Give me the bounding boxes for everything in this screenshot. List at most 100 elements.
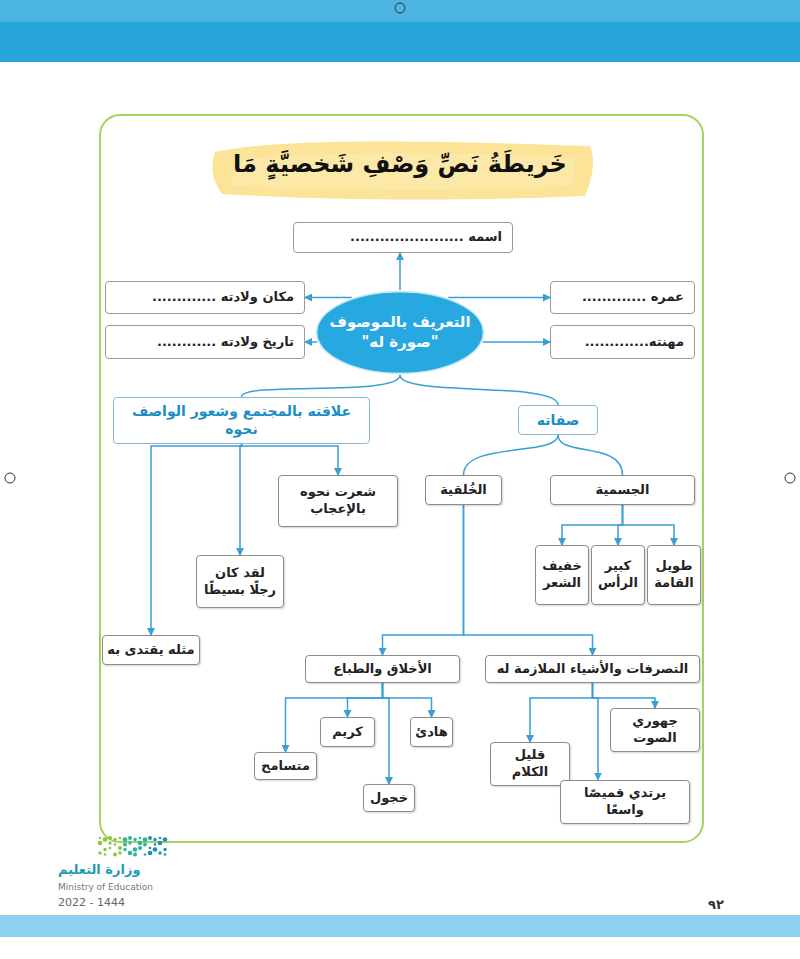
item-box: كبير الرأس (591, 545, 645, 605)
logo-dot (123, 848, 126, 851)
node-text: لقد كان رجلًا بسيطًا (201, 565, 279, 599)
logo-dot (163, 837, 168, 842)
node-text: يرتدي قميصًا واسعًا (565, 785, 685, 819)
node-text: صفاته (527, 411, 589, 429)
page-number: ٩٢ (708, 897, 724, 912)
logo-dot (98, 841, 103, 846)
logo-dot (139, 837, 142, 840)
connector (464, 435, 559, 475)
item-box: لقد كان رجلًا بسيطًا (196, 555, 284, 608)
node-text: عمره ............. (561, 289, 684, 306)
logo-dot (99, 837, 102, 840)
item-box: مثله يقتدى به (102, 635, 200, 665)
field-box: مهنته............. (550, 325, 695, 359)
registration-mark (5, 473, 15, 483)
logo-dot (109, 847, 112, 850)
bottom-band (0, 915, 800, 937)
node-text: كريم (325, 724, 370, 741)
logo-dot (108, 841, 111, 844)
logo-dot (148, 851, 153, 856)
edition-year: 2022 - 1444 (58, 896, 125, 909)
logo-dot (113, 853, 117, 857)
logo-dot (123, 837, 128, 842)
node-text: التصرفات والأشياء الملازمة له (490, 661, 695, 678)
node-text: التعريف بالموصوف (329, 313, 471, 333)
logo-dot (128, 851, 133, 856)
item-box: كريم (320, 717, 375, 747)
logo-dot (113, 838, 116, 841)
logo-dot (98, 851, 101, 854)
connector (623, 505, 675, 545)
field-box: عمره ............. (550, 281, 695, 314)
item-box: جهوري الصوت (610, 708, 700, 752)
connector (483, 341, 550, 343)
logo-dot (148, 836, 152, 840)
logo-dot (158, 851, 161, 854)
logo-dot (119, 837, 122, 840)
node-text: طويل القامة (652, 558, 696, 592)
node-text: مثله يقتدى به (107, 642, 195, 659)
connector (383, 505, 464, 655)
node-text: تاريخ ولادته ............ (116, 334, 294, 351)
logo-dot (118, 851, 121, 854)
logo-dot (103, 837, 108, 842)
registration-mark (785, 473, 795, 483)
category-box: التصرفات والأشياء الملازمة له (485, 655, 700, 683)
registration-mark (395, 3, 405, 13)
field-box: مكان ولادته ............. (105, 281, 305, 314)
node-text: الجسمية (555, 482, 690, 499)
connector (383, 683, 432, 717)
connector (383, 683, 390, 784)
node-text: مهنته............. (561, 334, 684, 351)
logo-dot (149, 847, 152, 850)
node-text: هادئ (415, 724, 448, 741)
logo-dot (128, 836, 132, 840)
connector (286, 683, 383, 752)
connector (305, 297, 352, 299)
node-text: الأخلاق والطباع (310, 661, 455, 678)
category-box: الخُلقية (425, 475, 502, 505)
connector (562, 505, 623, 545)
logo-dot (108, 836, 112, 840)
green-frame (100, 115, 703, 842)
ministry-logo (98, 836, 168, 857)
item-box: خفيف الشعر (535, 545, 589, 605)
logo-dot (159, 837, 162, 840)
logo-dot (118, 846, 122, 850)
connector (593, 683, 656, 708)
ministry-name: وزارة التعليم (58, 862, 141, 877)
node-text: جهوري الصوت (615, 713, 695, 747)
logo-dot (103, 848, 106, 851)
connector (530, 683, 593, 742)
connector (400, 375, 558, 405)
logo-dot (138, 841, 143, 846)
top-band (0, 0, 800, 62)
map-title: خَريطَةُ نَصِّ وَصْفِ شَخصيَّةٍ مَا (200, 150, 600, 178)
field-box: اسمه ....................... (293, 222, 513, 253)
item-box: قليل الكلام (490, 742, 570, 786)
logo-dot (164, 853, 167, 856)
node-text: قليل الكلام (495, 747, 565, 781)
logo-dot (104, 853, 107, 856)
logo-dot (138, 846, 142, 850)
branch-box: علاقته بالمجتمع وشعور الواصف نحوه (113, 397, 370, 444)
item-box: هادئ (410, 717, 453, 747)
node-text: خجول (368, 790, 410, 807)
logo-dot (143, 837, 148, 842)
logo-dot (163, 848, 166, 851)
logo-dot (128, 841, 131, 844)
node-text: علاقته بالمجتمع وشعور الواصف نحوه (122, 402, 361, 438)
top-band-stripe (0, 0, 800, 22)
item-box: طويل القامة (647, 545, 701, 605)
connector (348, 683, 383, 717)
connector (242, 375, 401, 397)
connector (593, 683, 599, 780)
connector (242, 444, 339, 475)
field-box: تاريخ ولادته ............ (105, 325, 305, 359)
category-box: الجسمية (550, 475, 695, 505)
logo-dot (144, 853, 147, 856)
item-box: خجول (363, 784, 415, 812)
node-text: مكان ولادته ............. (116, 289, 294, 306)
connector (240, 444, 242, 555)
logo-dot (153, 838, 156, 841)
